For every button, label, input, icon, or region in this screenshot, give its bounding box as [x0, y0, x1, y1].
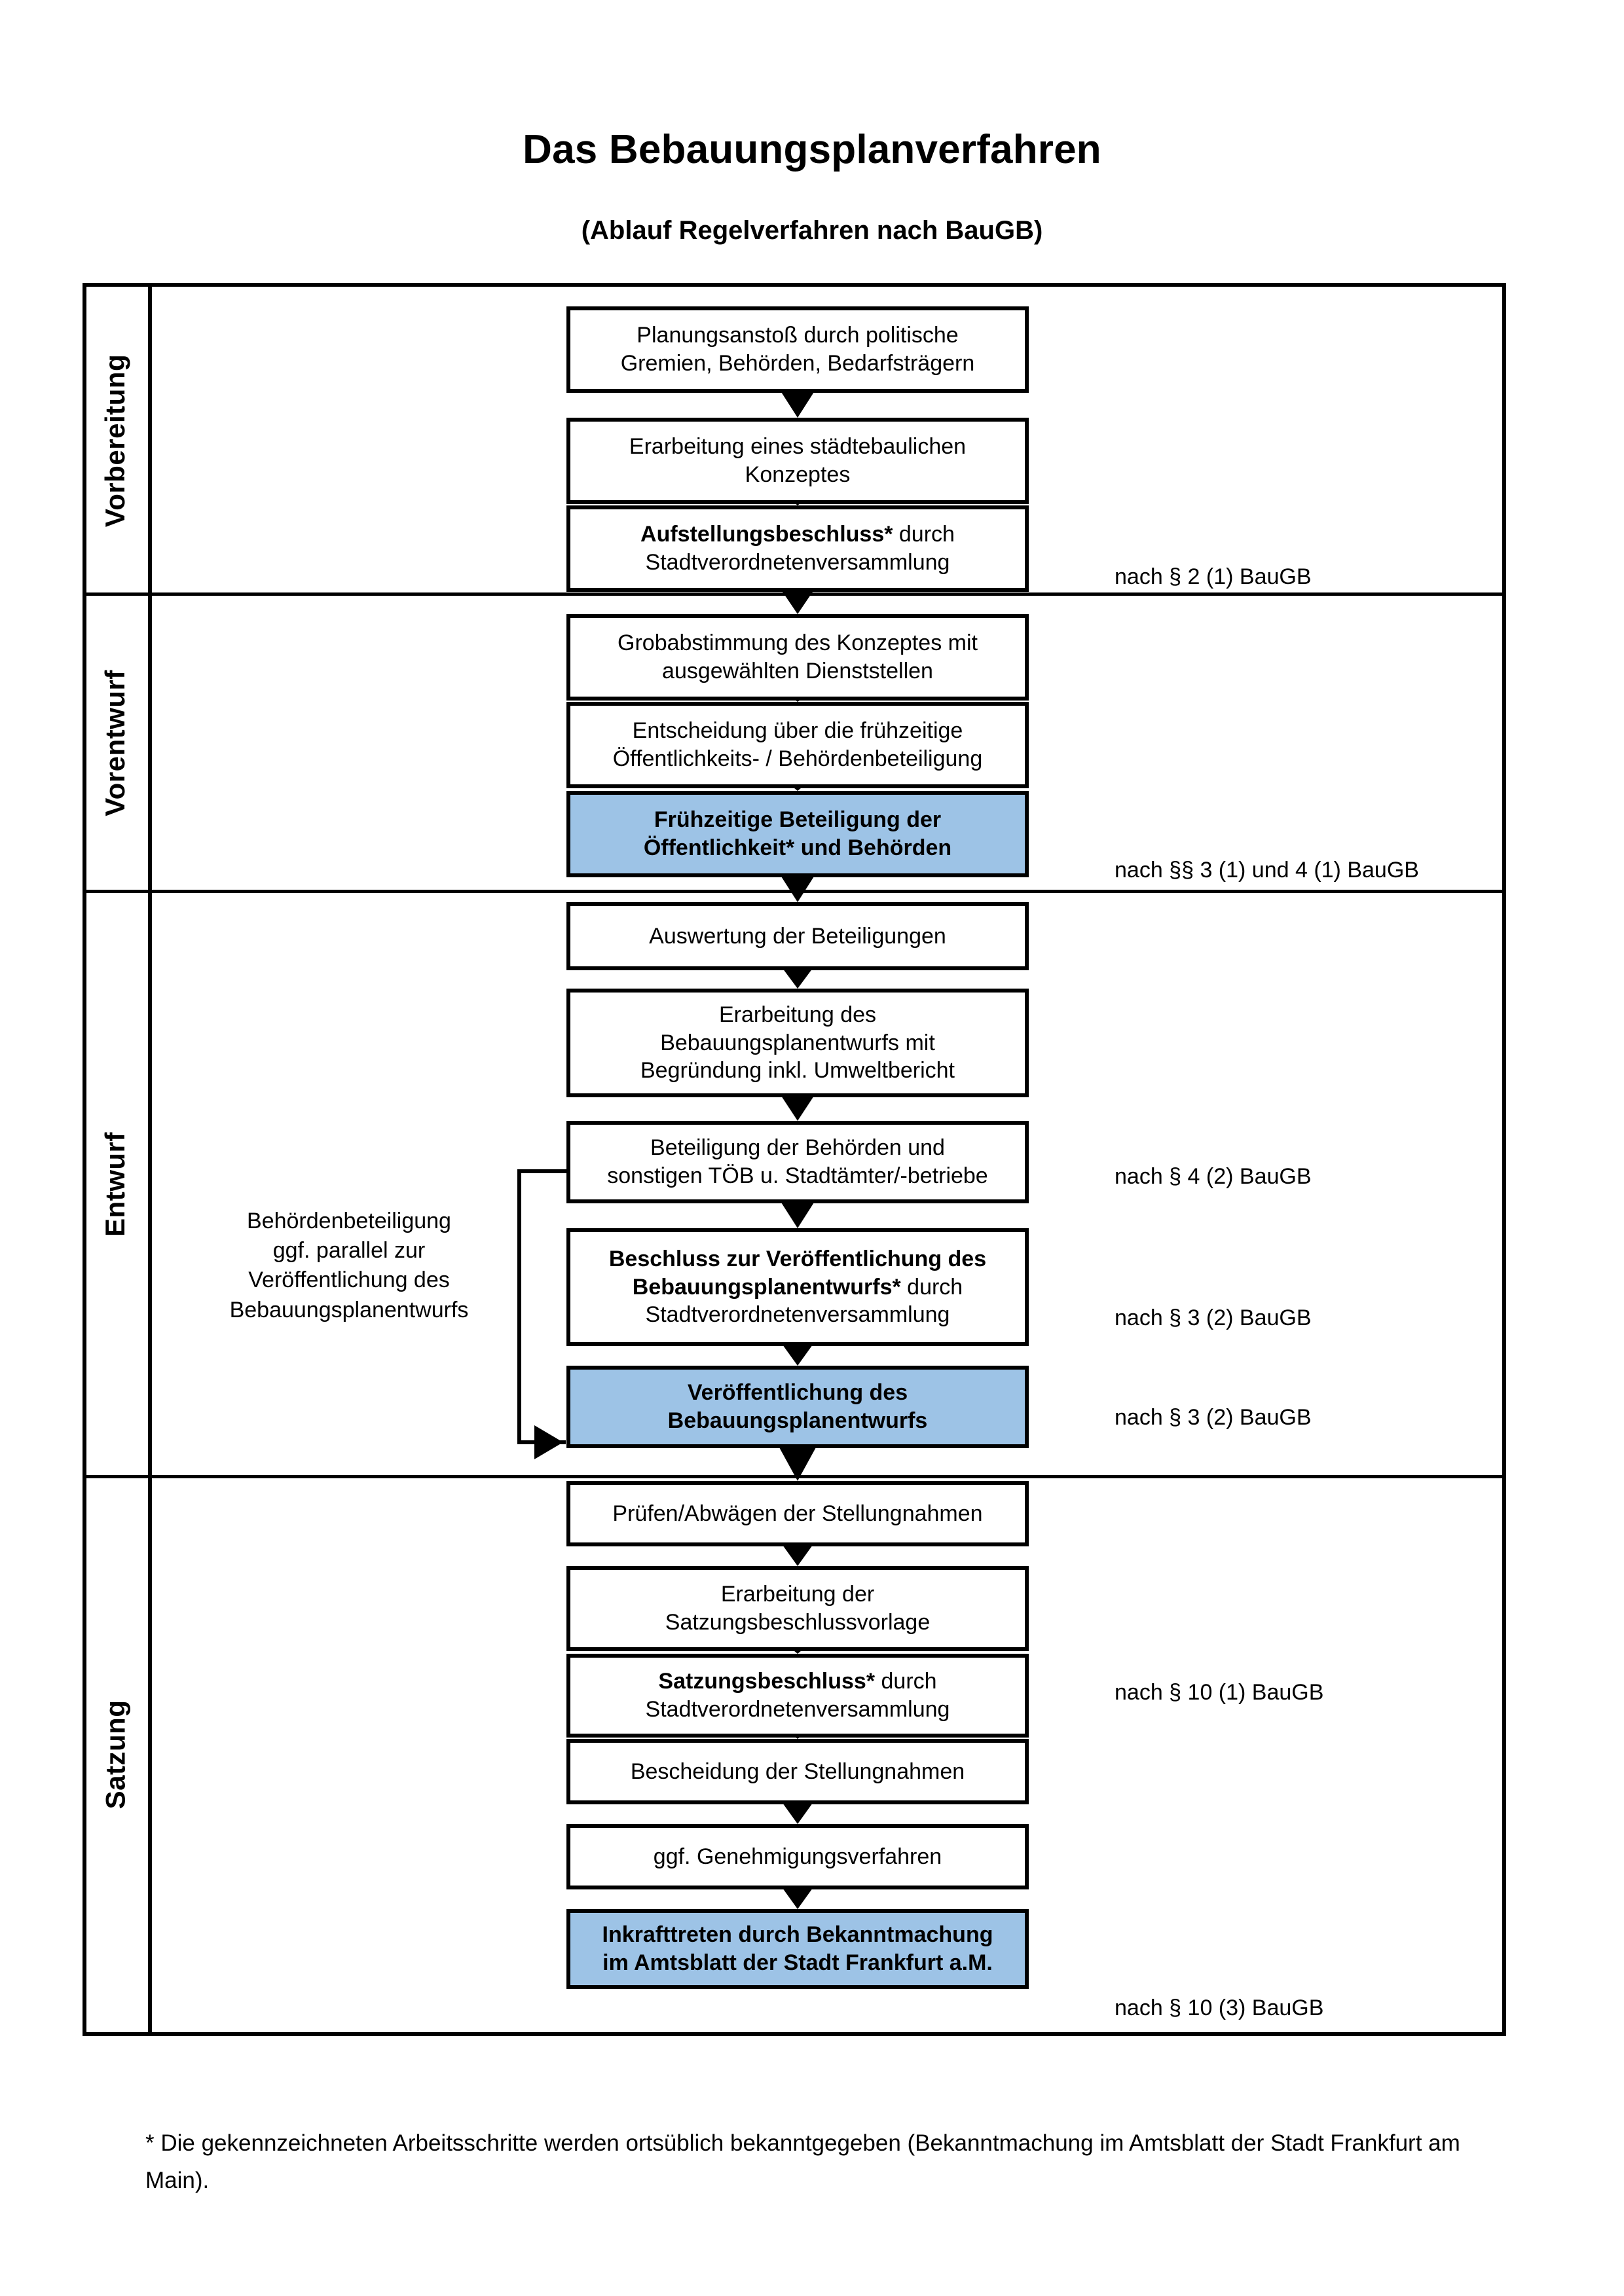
- note-par3-2-b: nach § 3 (2) BauGB: [1115, 1405, 1312, 1430]
- phase-label-vorbereitung: Vorbereitung: [83, 287, 148, 594]
- step-line: Gremien, Behörden, Bedarfsträgern: [620, 351, 975, 376]
- step-line: Erarbeitung eines städtebaulichen: [629, 434, 967, 460]
- step-line: Bebauungsplanentwurfs* durch: [632, 1274, 963, 1300]
- step-line: Inkrafttreten durch Bekanntmachung: [602, 1922, 993, 1948]
- bracket-top-segment: [517, 1169, 570, 1173]
- step-pruefen-abwaegen: Prüfen/Abwägen der Stellungnahmen: [566, 1481, 1029, 1546]
- step-line: Frühzeitige Beteiligung der: [654, 807, 942, 833]
- phase-label-text: Satzung: [100, 1700, 131, 1810]
- note-par4-2: nach § 4 (2) BauGB: [1115, 1164, 1312, 1189]
- phase-label-vorentwurf: Vorentwurf: [83, 594, 148, 892]
- phase-label-satzung: Satzung: [83, 1477, 148, 2032]
- note-par10-1: nach § 10 (1) BauGB: [1115, 1680, 1324, 1705]
- step-line: Satzungsbeschluss* durch: [658, 1669, 937, 1694]
- step-genehmigungsverfahren: ggf. Genehmigungsverfahren: [566, 1824, 1029, 1889]
- page-subtitle: (Ablauf Regelverfahren nach BauGB): [581, 216, 1043, 245]
- step-line: Öffentlichkeit* und Behörden: [643, 835, 952, 860]
- step-line: ggf. Genehmigungsverfahren: [653, 1844, 942, 1869]
- step-line: Aufstellungsbeschluss* durch: [640, 522, 955, 547]
- step-line: Bescheidung der Stellungnahmen: [630, 1758, 965, 1784]
- step-line: Prüfen/Abwägen der Stellungnahmen: [612, 1501, 983, 1526]
- emphasis-text: Satzungsbeschluss*: [658, 1669, 876, 1694]
- phase-label-entwurf: Entwurf: [83, 892, 148, 1477]
- side-annotation-line: Veröffentlichung des: [248, 1267, 450, 1293]
- emphasis-text: Bebauungsplanentwurfs*: [632, 1274, 901, 1300]
- step-bescheidung-stellungnahmen: Bescheidung der Stellungnahmen: [566, 1739, 1029, 1804]
- step-line: Veröffentlichung des: [687, 1380, 908, 1406]
- step-line: Stadtverordnetenversammlung: [645, 1302, 950, 1328]
- step-line: Bebauungsplanentwurfs: [667, 1408, 928, 1433]
- step-line: Entscheidung über die frühzeitige: [632, 718, 963, 744]
- step-line: Stadtverordnetenversammlung: [645, 1697, 950, 1722]
- bracket-vertical-segment: [517, 1169, 521, 1442]
- step-grobabstimmung: Grobabstimmung des Konzeptes mit ausgewäh…: [566, 614, 1029, 701]
- step-auswertung-beteiligungen: Auswertung der Beteiligungen: [566, 902, 1029, 970]
- note-par10-3: nach § 10 (3) BauGB: [1115, 1995, 1324, 2020]
- note-par2-1: nach § 2 (1) BauGB: [1115, 564, 1312, 589]
- step-line: Erarbeitung des: [718, 1002, 877, 1027]
- step-line: Auswertung der Beteiligungen: [649, 923, 946, 949]
- note-par3-1-4-1: nach §§ 3 (1) und 4 (1) BauGB: [1115, 858, 1419, 883]
- step-line: Planungsanstoß durch politische: [637, 323, 959, 348]
- step-line: ausgewählten Dienststellen: [662, 659, 933, 683]
- step-line: Konzeptes: [745, 462, 851, 487]
- bracket-arrowhead-icon: [534, 1425, 563, 1459]
- note-par3-2-a: nach § 3 (2) BauGB: [1115, 1305, 1312, 1330]
- footnote: * Die gekennzeichneten Arbeitsschritte w…: [145, 2130, 1460, 2193]
- emphasis-text: Beschluss zur Veröffentlichung des: [608, 1246, 987, 1271]
- step-line: im Amtsblatt der Stadt Frankfurt a.M.: [602, 1950, 993, 1975]
- side-annotation-line: ggf. parallel zur: [272, 1238, 426, 1264]
- step-line: Begründung inkl. Umweltbericht: [640, 1058, 955, 1084]
- page-title: Das Bebauungsplanverfahren: [523, 127, 1101, 172]
- step-line: Beschluss zur Veröffentlichung des: [609, 1245, 986, 1273]
- step-line: Grobabstimmung des Konzeptes mit: [618, 630, 978, 656]
- step-line: Öffentlichkeits- / Behördenbeteiligung: [612, 746, 983, 771]
- side-annotation-line: Bebauungsplanentwurfs: [229, 1297, 469, 1322]
- emphasis-text: Aufstellungsbeschluss*: [640, 522, 893, 547]
- step-line: Satzungsbeschlussvorlage: [665, 1610, 931, 1635]
- step-line: Erarbeitung der: [720, 1582, 875, 1607]
- step-line: Stadtverordnetenversammlung: [645, 550, 950, 575]
- phase-label-divider: [148, 283, 152, 2036]
- phase-label-text: Entwurf: [100, 1132, 130, 1237]
- step-line: sonstigen TÖB u. Stadtämter/-betriebe: [607, 1163, 988, 1188]
- step-line: Beteiligung der Behörden und: [650, 1135, 945, 1161]
- side-annotation-line: Behördenbeteiligung: [247, 1209, 451, 1233]
- phase-label-text: Vorentwurf: [100, 670, 130, 816]
- phase-label-text: Vorbereitung: [100, 354, 131, 528]
- step-line: Bebauungsplanentwurfs mit: [660, 1030, 935, 1055]
